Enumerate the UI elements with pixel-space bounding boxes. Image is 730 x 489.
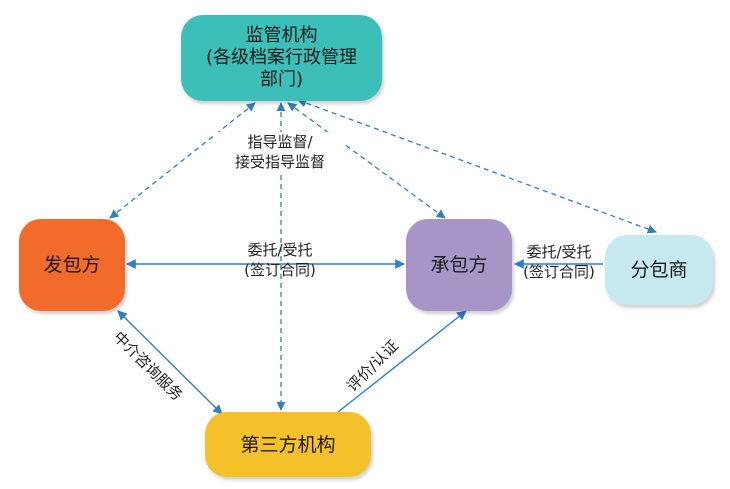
node-subcontractor: 分包商 (605, 235, 713, 305)
edge-label-entrust-main-line1: 委托/受托 (247, 241, 313, 259)
edge-label-entrust-sub-line1: 委托/受托 (526, 243, 592, 261)
node-third-party-label: 第三方机构 (240, 433, 336, 456)
node-contractor-label: 承包方 (430, 254, 488, 276)
node-third-party: 第三方机构 (205, 412, 371, 477)
node-contractor: 承包方 (406, 219, 512, 311)
edge-label-guidance-line1: 指导监督/ (247, 133, 313, 151)
edge-label-guidance: 指导监督/ 接受指导监督 (215, 132, 345, 172)
edge-label-guidance-line2: 接受指导监督 (234, 153, 325, 171)
node-supervisor-line2: (各级档案行政管理 (205, 47, 358, 68)
node-supervisor-line3: 部门) (259, 69, 304, 90)
node-supervisor-line1: 监管机构 (245, 25, 318, 46)
link-employer-thirdparty (117, 310, 223, 415)
link-thirdparty-contractor (337, 310, 467, 413)
edge-label-entrust-main: 委托/受托 (签订合同) (215, 240, 345, 280)
node-subcontractor-label: 分包商 (630, 259, 688, 281)
edge-label-entrust-main-line2: (签订合同) (244, 261, 316, 279)
node-employer-label: 发包方 (43, 254, 101, 276)
node-employer: 发包方 (19, 219, 125, 311)
dashed-link-supervisor-employer (109, 102, 256, 219)
edge-label-entrust-sub-line2: (签订合同) (523, 263, 595, 281)
edge-label-entrust-sub: 委托/受托 (签订合同) (515, 242, 603, 282)
dashed-link-supervisor-subcontractor (297, 98, 657, 234)
node-supervisor: 监管机构 (各级档案行政管理 部门) (181, 15, 382, 101)
